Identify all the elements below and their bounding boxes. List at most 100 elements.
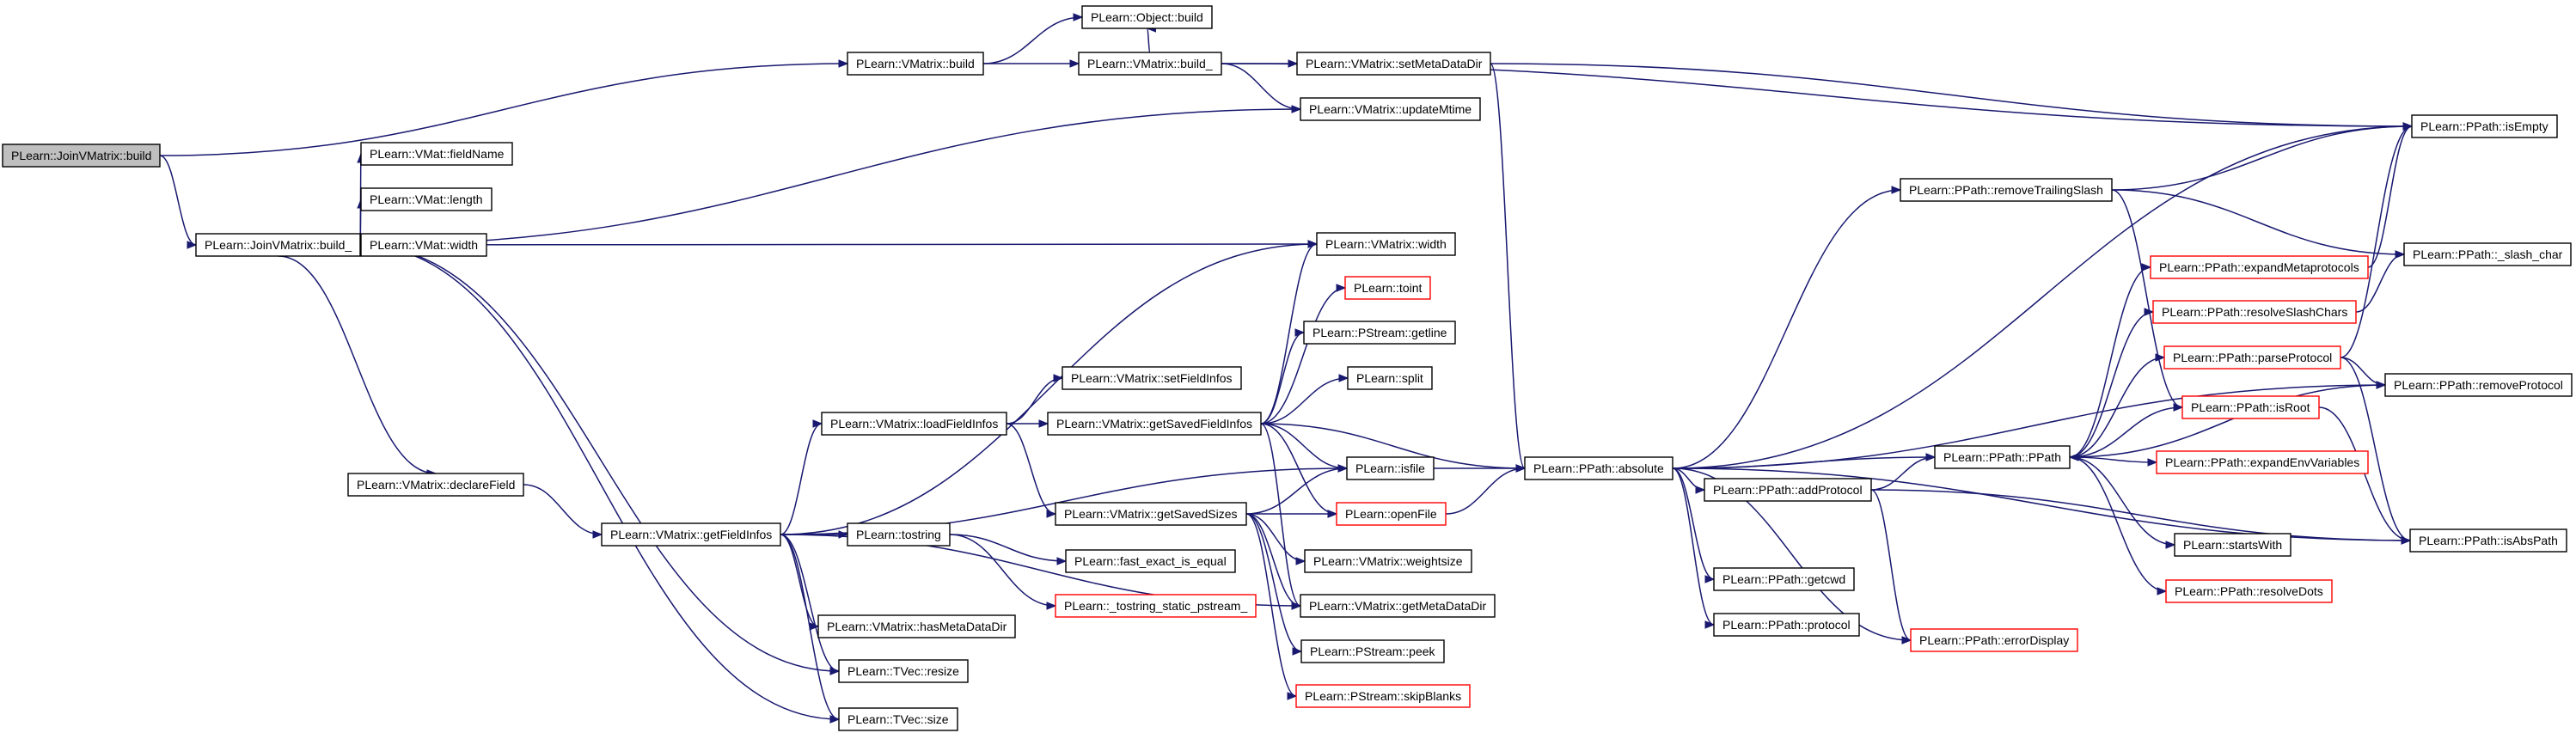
graph-node-n42[interactable]: PLearn::PPath::resolveSlashChars	[2152, 300, 2357, 324]
node-label: PLearn::PPath::_slash_char	[2413, 247, 2563, 261]
arrow-head-icon	[1046, 510, 1057, 518]
call-edge	[2318, 406, 2412, 545]
call-edge	[1870, 453, 1937, 491]
graph-node-n30[interactable]: PLearn::VMatrix::getMetaDataDir	[1300, 594, 1496, 618]
arrow-head-icon	[2144, 308, 2155, 316]
graph-node-n18[interactable]: PLearn::split	[1347, 366, 1433, 390]
graph-node-n21[interactable]: PLearn::VMatrix::getSavedFieldInfos	[1047, 412, 1262, 436]
graph-node-n17[interactable]: PLearn::PStream::getline	[1303, 321, 1456, 345]
node-label: PLearn::PStream::peek	[1310, 644, 1436, 658]
call-edge	[1245, 513, 1303, 656]
graph-node-n45[interactable]: PLearn::PPath::removeProtocol	[2384, 373, 2573, 397]
call-edge	[1870, 489, 1912, 644]
node-box	[1304, 549, 1472, 573]
graph-node-n25[interactable]: PLearn::VMatrix::getSavedSizes	[1055, 502, 1247, 526]
graph-node-n12[interactable]: PLearn::VMatrix::declareField	[347, 473, 524, 497]
graph-node-n31[interactable]: PLearn::VMatrix::hasMetaDataDir	[817, 614, 1016, 638]
graph-node-n47[interactable]: PLearn::startsWith	[2174, 533, 2291, 557]
graph-node-n7[interactable]: PLearn::PPath::isEmpty	[2411, 114, 2558, 138]
graph-node-n41[interactable]: PLearn::PPath::expandMetaprotocols	[2150, 255, 2369, 279]
graph-node-n10[interactable]: PLearn::VMat::width	[360, 233, 487, 257]
graph-node-n9[interactable]: PLearn::VMat::length	[360, 187, 493, 211]
node-box	[847, 522, 951, 547]
arrow-head-icon	[812, 419, 823, 428]
graph-node-n11[interactable]: PLearn::VMatrix::width	[1316, 232, 1456, 256]
graph-node-n44[interactable]: PLearn::PPath::isRoot	[2181, 395, 2320, 419]
call-edge	[1260, 284, 1347, 425]
graph-node-n35[interactable]: PLearn::PPath::addProtocol	[1704, 478, 1872, 502]
graph-node-n26[interactable]: PLearn::tostring	[847, 522, 951, 547]
graph-node-n32[interactable]: PLearn::PStream::peek	[1300, 639, 1445, 663]
graph-node-n19[interactable]: PLearn::VMatrix::setFieldInfos	[1062, 366, 1242, 390]
call-edge	[359, 105, 1302, 246]
node-label: PLearn::VMatrix::width	[1325, 237, 1447, 251]
graph-node-n16[interactable]: PLearn::toint	[1344, 276, 1431, 300]
graph-node-n46[interactable]: PLearn::PPath::expandEnvVariables	[2156, 450, 2369, 474]
node-box	[360, 187, 493, 211]
graph-node-n40[interactable]: PLearn::PPath::_slash_char	[2403, 242, 2572, 266]
graph-node-n15[interactable]: PLearn::TVec::size	[838, 707, 958, 731]
graph-node-n1[interactable]: PLearn::VMatrix::build	[847, 52, 984, 76]
graph-node-n43[interactable]: PLearn::PPath::parseProtocol	[2163, 345, 2341, 370]
graph-node-n49[interactable]: PLearn::PPath::isAbsPath	[2409, 528, 2567, 553]
call-edge	[1245, 464, 1349, 515]
edge-line	[1260, 423, 1526, 469]
graph-node-n8[interactable]: PLearn::VMat::fieldName	[360, 142, 513, 166]
node-label: PLearn::toint	[1354, 281, 1422, 295]
node-box	[1296, 52, 1491, 76]
node-label: PLearn::PPath::absolute	[1533, 461, 1664, 475]
call-edge	[1672, 467, 1716, 629]
graph-node-n20[interactable]: PLearn::VMatrix::loadFieldInfos	[821, 412, 1007, 436]
graph-node-n48[interactable]: PLearn::PPath::resolveDots	[2165, 579, 2333, 603]
call-edge	[780, 534, 841, 675]
graph-node-n4[interactable]: PLearn::VMatrix::build_	[1078, 52, 1222, 76]
node-box	[347, 473, 524, 497]
edge-line	[1490, 63, 1526, 469]
graph-node-n38[interactable]: PLearn::PPath::errorDisplay	[1910, 628, 2078, 652]
call-edge	[2068, 384, 2386, 461]
edge-line	[1490, 63, 2413, 127]
graph-node-n29[interactable]: PLearn::VMatrix::weightsize	[1304, 549, 1472, 573]
graph-node-n33[interactable]: PLearn::PStream::skipBlanks	[1295, 684, 1471, 708]
graph-node-n0: PLearn::JoinVMatrix::build	[2, 144, 161, 168]
graph-node-n36[interactable]: PLearn::PPath::getcwd	[1713, 567, 1855, 591]
graph-node-n14[interactable]: PLearn::TVec::resize	[838, 659, 969, 683]
graph-node-n37[interactable]: PLearn::PPath::protocol	[1713, 613, 1860, 637]
node-label: PLearn::TVec::size	[847, 712, 949, 726]
graph-node-n23[interactable]: PLearn::openFile	[1336, 502, 1447, 526]
edge-line	[982, 16, 1083, 64]
graph-node-n27[interactable]: PLearn::fast_exact_is_equal	[1065, 549, 1236, 573]
node-box	[847, 52, 984, 76]
node-box	[195, 233, 361, 257]
edge-line	[1245, 467, 1348, 515]
arrow-head-icon	[1338, 374, 1349, 382]
node-label: PLearn::VMatrix::setMetaDataDir	[1306, 57, 1483, 70]
edge-line	[1870, 489, 2411, 541]
graph-node-n6[interactable]: PLearn::VMatrix::updateMtime	[1300, 97, 1481, 121]
arrow-head-icon	[838, 59, 849, 68]
arrow-head-icon	[1294, 328, 1306, 337]
node-box	[1300, 639, 1445, 663]
edge-line	[780, 423, 823, 535]
graph-node-n28[interactable]: PLearn::_tostring_static_pstream_	[1055, 594, 1257, 618]
edge-line	[1870, 489, 1912, 641]
arrow-head-icon	[2155, 353, 2166, 362]
node-box	[2174, 533, 2291, 557]
graph-node-n34[interactable]: PLearn::PPath::removeTrailingSlash	[1900, 178, 2113, 202]
call-edge	[1672, 186, 1902, 469]
graph-node-n2[interactable]: PLearn::JoinVMatrix::build_	[195, 233, 361, 257]
graph-node-n22[interactable]: PLearn::isfile	[1346, 456, 1435, 480]
node-box	[1316, 232, 1456, 256]
graph-node-n24[interactable]: PLearn::PPath::absolute	[1524, 456, 1673, 480]
arrow-head-icon	[187, 241, 198, 249]
edge-line	[159, 63, 848, 156]
graph-node-n13[interactable]: PLearn::VMatrix::getFieldInfos	[601, 522, 781, 547]
node-label: PLearn::PPath::PPath	[1943, 450, 2061, 464]
node-label: PLearn::PPath::addProtocol	[1713, 483, 1863, 497]
edge-line	[2069, 266, 2151, 458]
edge-line	[278, 255, 437, 474]
edge-line	[1260, 332, 1305, 425]
graph-node-n3[interactable]: PLearn::Object::build	[1081, 5, 1213, 29]
graph-node-n39[interactable]: PLearn::PPath::PPath	[1934, 445, 2071, 469]
graph-node-n5[interactable]: PLearn::VMatrix::setMetaDataDir	[1296, 52, 1491, 76]
